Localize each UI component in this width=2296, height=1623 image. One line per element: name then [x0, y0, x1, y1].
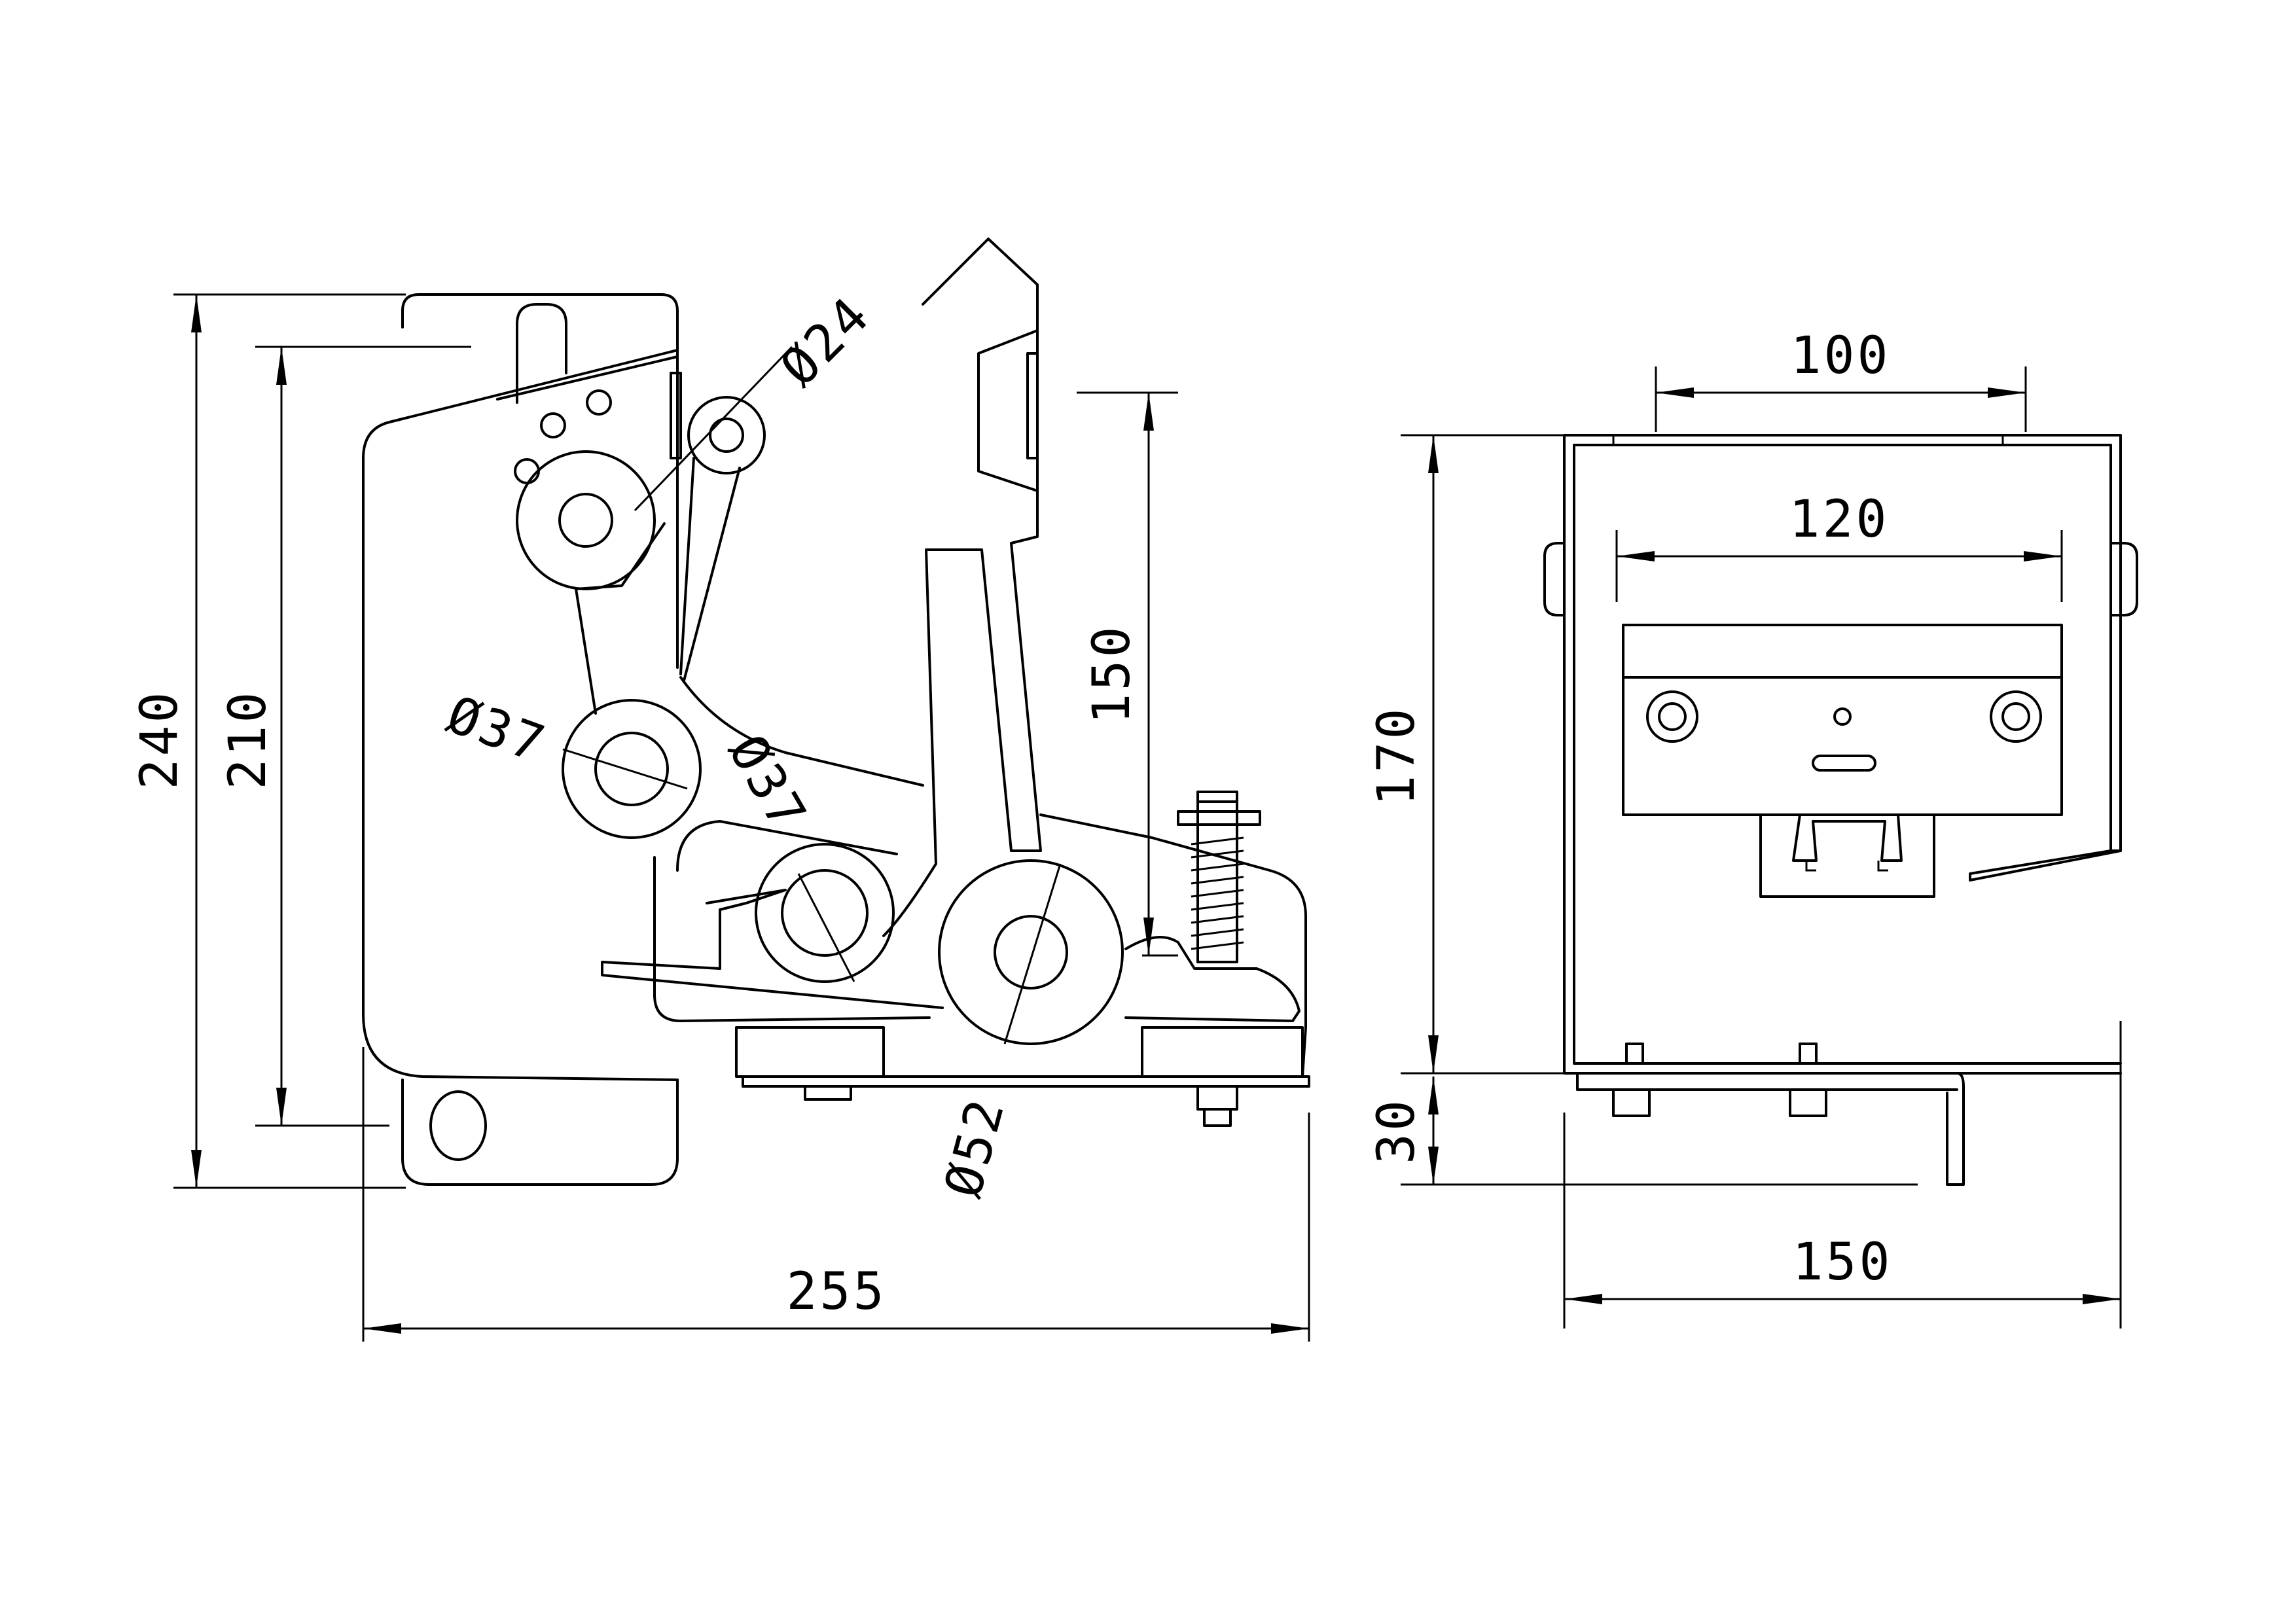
dim-pin-52: Ø52: [934, 1092, 1017, 1204]
top-slot: [516, 303, 567, 404]
block-hole-right-outer: [1990, 690, 2042, 743]
dim-overall-height: 240: [130, 690, 189, 790]
dim-inner-width: 120: [1789, 490, 1890, 549]
frame-outer: [1563, 434, 2122, 852]
central-block: [1622, 624, 2063, 816]
linkage-arm: [575, 588, 597, 715]
spring-cap-top: [1196, 791, 1238, 813]
lever-window: [977, 329, 1039, 492]
spring-coils: [1191, 836, 1244, 950]
right-body-inner: [1124, 936, 1300, 1022]
nut: [1196, 1085, 1238, 1111]
lower-body: [653, 856, 931, 1022]
leader-37: [562, 748, 688, 790]
base-plate: [742, 1075, 1310, 1088]
pin-24-inner: [709, 418, 744, 453]
side-view-dimensions: 240 210 255 150 Ø24 Ø37 Ø37 Ø52: [130, 285, 1310, 1342]
linkage-arm: [575, 522, 666, 590]
left-tab: [1543, 542, 1566, 616]
lever-slot: [1026, 352, 1039, 459]
mid-pin-outer: [562, 699, 702, 839]
block-hole-right-inner: [2001, 702, 2030, 731]
right-body: [1039, 813, 1307, 1078]
small-hole: [540, 412, 566, 438]
base-block: [735, 1026, 885, 1078]
frame-top-inner: [1573, 444, 2112, 852]
main-body-outline: [362, 418, 679, 1081]
linkage-arm: [683, 467, 741, 682]
block-hole-left-outer: [1646, 690, 1698, 743]
bolt: [804, 1085, 852, 1101]
dim-front-width: 150: [1793, 1233, 1893, 1292]
base-foot-right: [1789, 1088, 1827, 1117]
lower-pin-inner: [781, 869, 869, 957]
base-foot-left: [1612, 1088, 1651, 1117]
connector-curve: [679, 676, 924, 787]
bottom-mounting-plate: [401, 1079, 679, 1186]
mid-pin-inner: [594, 732, 669, 806]
base-block-right: [1141, 1026, 1304, 1078]
side-view: [362, 238, 1310, 1186]
small-hole: [514, 458, 540, 484]
linkage-arm: [679, 457, 695, 675]
leader-24: [634, 346, 793, 512]
nut-tail: [1203, 1108, 1232, 1127]
main-pin-outer: [938, 859, 1124, 1045]
dim-inner-height: 210: [219, 690, 278, 790]
base-hook: [1946, 1072, 1965, 1186]
base-plate-front: [1576, 1072, 1958, 1091]
spring-strip: [1969, 849, 2122, 882]
connector-curve: [676, 820, 898, 872]
bracket-clip: [1792, 813, 1903, 862]
front-view-dimensions: 100 120 170 30 150: [1367, 327, 2122, 1329]
block-center-slot: [1812, 755, 1876, 772]
dim-top-width: 100: [1791, 327, 1891, 385]
dim-overall-width: 255: [787, 1262, 887, 1321]
upper-pivot-inner: [558, 493, 613, 548]
right-tab: [2109, 542, 2138, 616]
base-stud-left: [1625, 1043, 1644, 1065]
dim-front-height: 170: [1367, 706, 1426, 806]
frame-left-inner: [1573, 444, 2122, 1065]
dim-pin-24: Ø24: [770, 285, 882, 398]
release-lever: [882, 238, 1042, 937]
small-hole: [586, 389, 612, 416]
block-center-hole: [1833, 707, 1852, 726]
base-stud-right: [1799, 1043, 1818, 1065]
lower-hook: [601, 889, 944, 1009]
dim-pin-37: Ø37: [440, 685, 554, 775]
plate-diagonal-edge: [401, 349, 679, 420]
side-bar: [670, 372, 682, 459]
top-mounting-plate: [401, 293, 679, 381]
leader-37b: [797, 873, 855, 982]
block-hole-left-inner: [1658, 702, 1687, 731]
bottom-slot-hole: [429, 1090, 487, 1161]
dim-base-height: 30: [1367, 1097, 1426, 1164]
dim-lever-height: 150: [1083, 624, 1141, 724]
leader-52: [1003, 863, 1062, 1044]
pin-24-outer: [687, 396, 766, 474]
plate-diagonal-edge-2: [496, 355, 679, 401]
lower-pin-outer: [755, 843, 895, 983]
main-pin-inner: [994, 915, 1068, 990]
spring-cap: [1177, 810, 1261, 826]
lower-bracket: [1759, 813, 1935, 898]
